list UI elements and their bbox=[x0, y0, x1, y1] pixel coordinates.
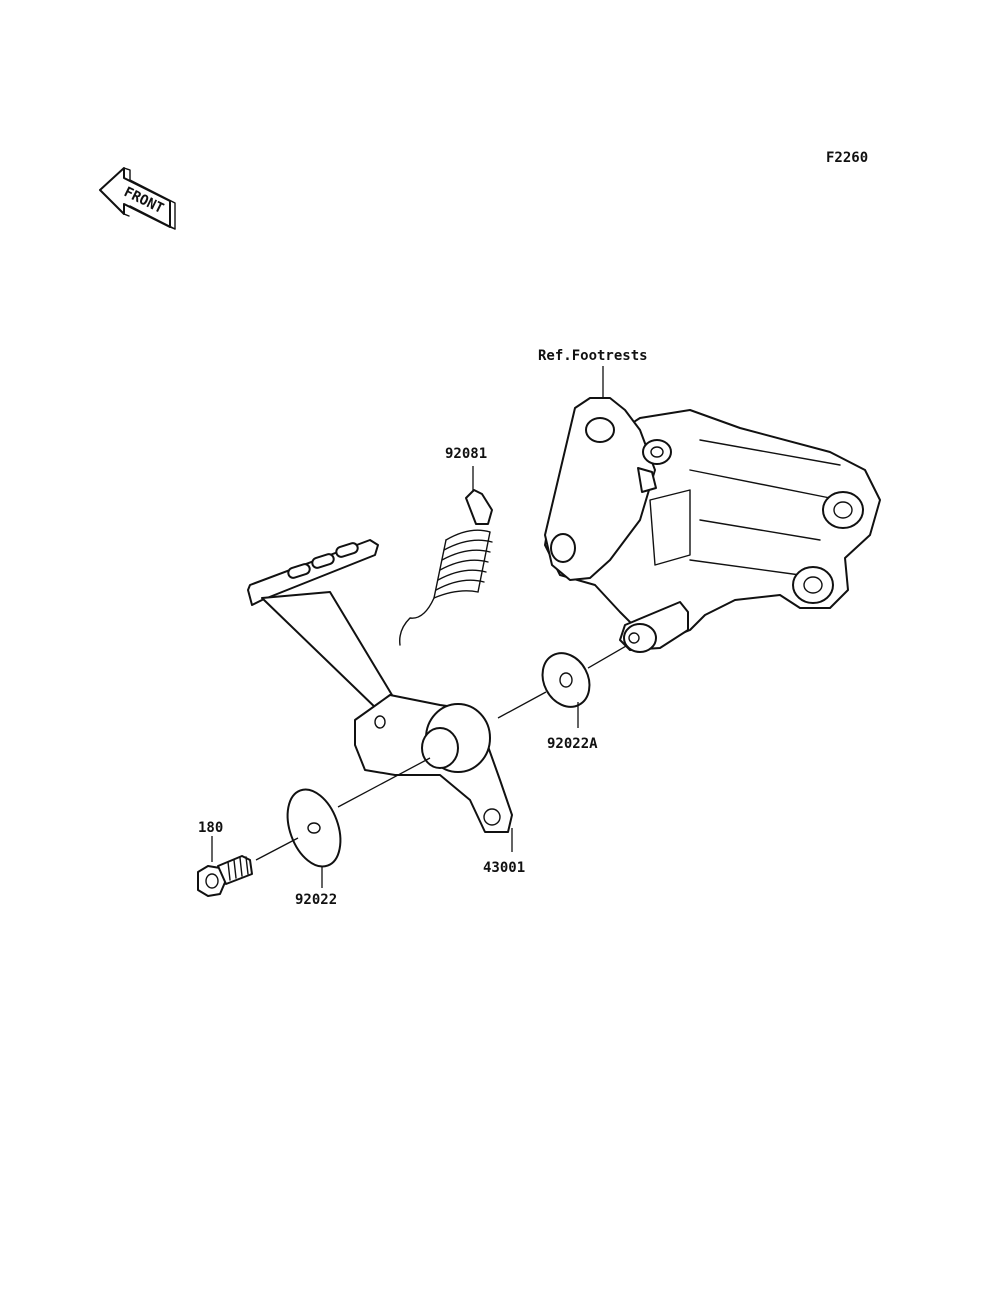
bolt-180 bbox=[197, 855, 253, 897]
assembly-axis-line bbox=[255, 645, 627, 861]
front-arrow-icon: FRONT bbox=[99, 167, 176, 230]
washer-part-number: 92022 bbox=[295, 892, 337, 908]
return-spring bbox=[399, 489, 493, 646]
bolt-part-number: 180 bbox=[198, 820, 223, 836]
spring-part-number: 92081 bbox=[445, 446, 487, 462]
washer-92022a bbox=[541, 652, 591, 708]
footrest-bracket bbox=[544, 397, 881, 653]
washer-a-part-number: 92022A bbox=[547, 736, 598, 752]
ref-footrests-label: Ref.Footrests bbox=[538, 348, 648, 364]
brake-pedal bbox=[247, 539, 513, 833]
pedal-part-number: 43001 bbox=[483, 860, 525, 876]
figure-code: F2260 bbox=[826, 150, 868, 166]
washer-92022 bbox=[286, 788, 342, 868]
